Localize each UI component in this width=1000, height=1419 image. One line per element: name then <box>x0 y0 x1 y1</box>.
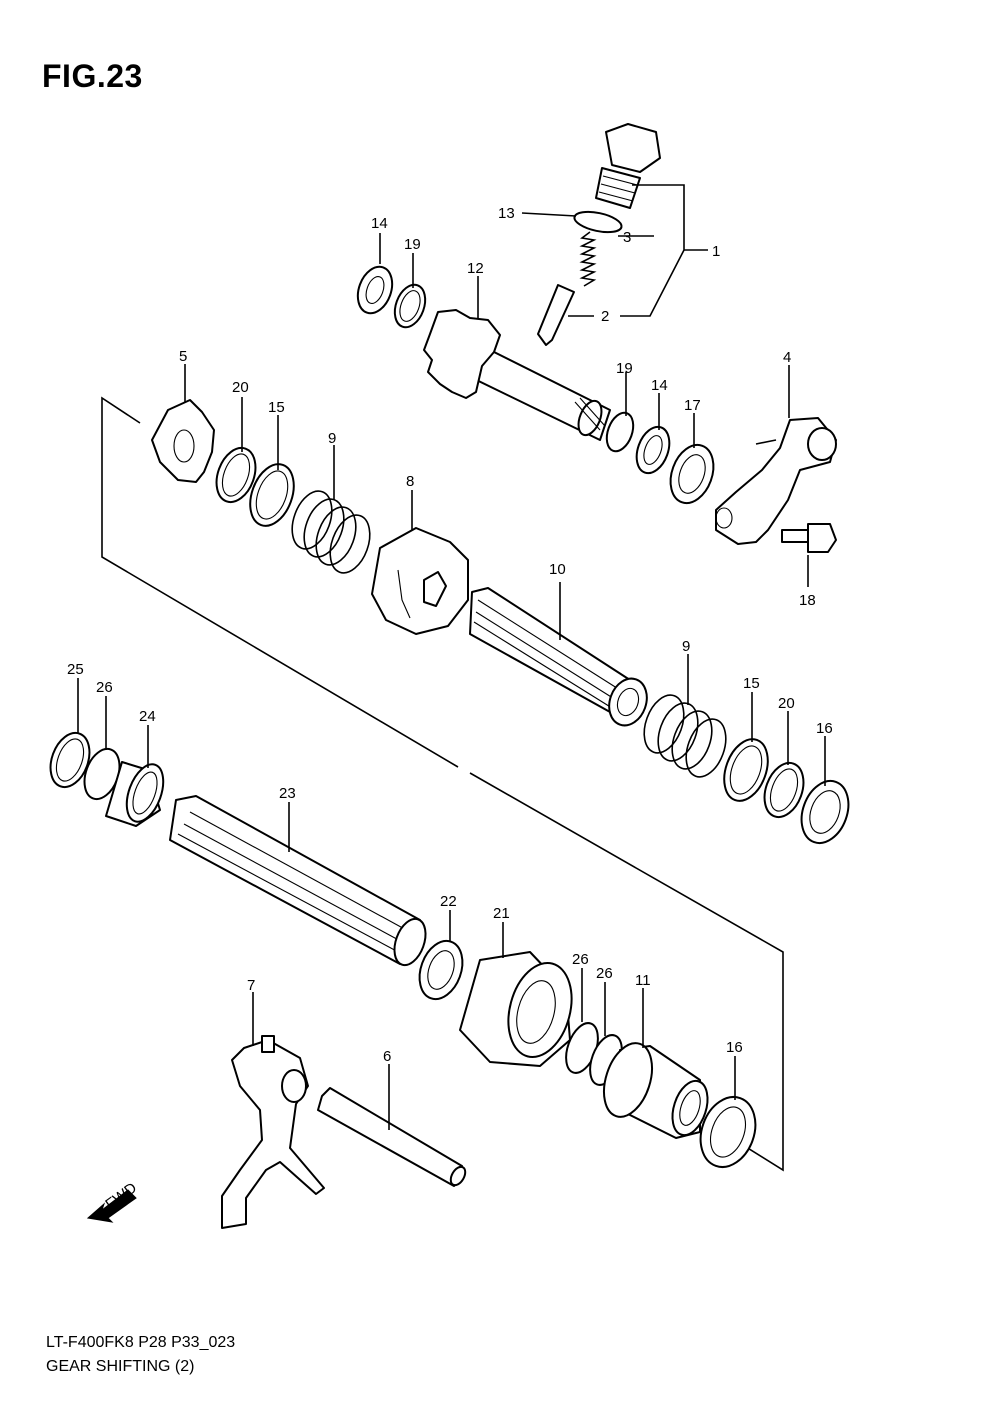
callout-17: 17 <box>684 397 701 414</box>
callout-19a: 19 <box>404 236 421 253</box>
callout-2: 2 <box>601 308 609 325</box>
callout-6: 6 <box>383 1048 391 1065</box>
callout-15b: 15 <box>743 675 760 692</box>
part-16-washer-right <box>800 780 850 844</box>
part-2-stopper-pin <box>537 284 575 346</box>
callout-23: 23 <box>279 785 296 802</box>
callout-26c: 26 <box>596 965 613 982</box>
callout-9b: 9 <box>682 638 690 655</box>
part-19-circlip-upper <box>393 283 427 329</box>
callout-14a: 14 <box>371 215 388 232</box>
callout-13: 13 <box>498 205 515 222</box>
callout-24: 24 <box>139 708 156 725</box>
callout-10: 10 <box>549 561 566 578</box>
part-9-spring-right <box>643 694 727 778</box>
callout-7: 7 <box>247 977 255 994</box>
part-15-washer-left <box>249 463 295 527</box>
callout-12: 12 <box>467 260 484 277</box>
callout-8: 8 <box>406 473 414 490</box>
part-18-bolt <box>781 523 837 553</box>
part-7-shift-fork <box>221 1035 325 1229</box>
part-11-bearing-sleeve <box>603 1042 709 1139</box>
callout-20a: 20 <box>232 379 249 396</box>
callout-20b: 20 <box>778 695 795 712</box>
part-19-circlip-right <box>605 411 635 453</box>
callout-16a: 16 <box>816 720 833 737</box>
callout-26a: 26 <box>96 679 113 696</box>
part-12-gearshift-shaft <box>423 309 611 441</box>
part-17-oil-seal <box>669 443 715 505</box>
footer-model-code: LT-F400FK8 P28 P33_023 <box>46 1334 236 1351</box>
callout-9a: 9 <box>328 430 336 447</box>
callout-3: 3 <box>623 229 631 246</box>
callout-labels: 1 2 3 4 5 6 7 8 9 9 10 11 12 13 14 14 15… <box>67 205 833 1065</box>
callout-26b: 26 <box>572 951 589 968</box>
assembly-frame <box>101 396 784 1172</box>
callout-18: 18 <box>799 592 816 609</box>
callout-22: 22 <box>440 893 457 910</box>
figure-title: FIG.23 <box>42 58 143 94</box>
callout-11: 11 <box>635 972 651 989</box>
part-6-fork-shaft <box>317 1087 467 1187</box>
part-5-cam-gear <box>151 399 215 483</box>
callout-15a: 15 <box>268 399 285 416</box>
callout-1: 1 <box>712 243 720 260</box>
part-14-washer-right <box>635 425 671 475</box>
part-3-spring <box>579 231 597 287</box>
footer-description: GEAR SHIFTING (2) <box>46 1358 195 1375</box>
callout-25: 25 <box>67 661 84 678</box>
part-16-washer-lower <box>699 1096 757 1168</box>
part-9-spring-left <box>291 490 371 574</box>
part-24-bearing <box>105 761 165 827</box>
part-15-washer-right <box>723 738 769 802</box>
part-14-washer-upper <box>356 265 394 315</box>
callout-5: 5 <box>179 348 187 365</box>
leader-lines <box>77 184 826 1130</box>
part-20-circlip-left <box>215 446 257 504</box>
part-23-main-shaft <box>169 795 427 967</box>
part-21-shift-drum <box>459 951 573 1067</box>
part-20-circlip-right <box>763 761 805 819</box>
part-10-splined-shaft <box>469 587 648 727</box>
part-22-lock-washer <box>418 939 464 1001</box>
callout-21: 21 <box>493 905 510 922</box>
callout-19b: 19 <box>616 360 633 377</box>
part-4-shift-arm <box>715 417 837 545</box>
callout-16b: 16 <box>726 1039 743 1056</box>
part-1-shift-bolt <box>595 123 661 209</box>
callout-4: 4 <box>783 349 791 366</box>
part-13-washer <box>573 210 623 234</box>
callout-14b: 14 <box>651 377 668 394</box>
fwd-arrow-icon: FWD <box>86 1179 140 1223</box>
part-8-shift-cam <box>371 527 469 635</box>
